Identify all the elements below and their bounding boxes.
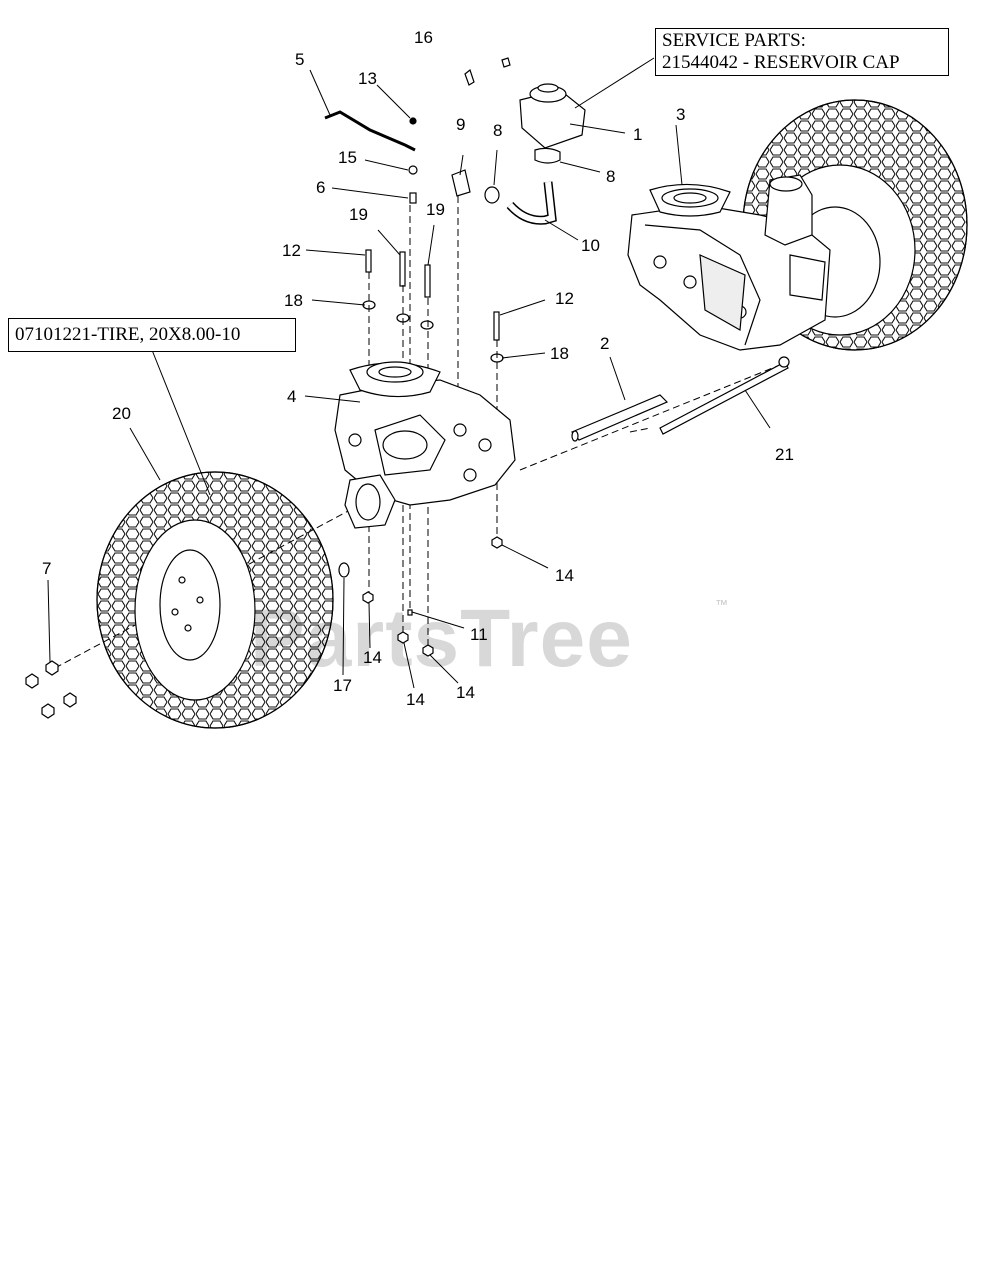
watermark-trademark: ™ — [715, 597, 728, 612]
service-parts-callout: SERVICE PARTS: 21544042 - RESERVOIR CAP — [655, 28, 949, 76]
left-transaxle — [334, 361, 516, 529]
linkage-rod — [324, 110, 416, 152]
label-18a: 18 — [284, 291, 303, 310]
service-parts-heading: SERVICE PARTS: — [662, 30, 806, 51]
nuts — [338, 536, 503, 657]
service-parts-item: 21544042 - RESERVOIR CAP — [662, 52, 900, 73]
label-10: 10 — [581, 236, 600, 255]
label-21: 21 — [775, 445, 794, 464]
leader-lines — [47, 57, 771, 689]
label-19b: 19 — [426, 200, 445, 219]
label-14d: 14 — [456, 683, 475, 702]
label-15: 15 — [338, 148, 357, 167]
label-18b: 18 — [550, 344, 569, 363]
left-tire — [96, 471, 334, 729]
right-transaxle — [627, 174, 831, 351]
elbow-fitting — [451, 169, 471, 197]
label-7: 7 — [42, 559, 51, 578]
label-20: 20 — [112, 404, 131, 423]
hose-clamp — [484, 186, 500, 204]
label-3: 3 — [676, 105, 685, 124]
callout-numbers: 1 2 3 4 5 6 7 8 8 9 10 11 12 12 13 14 14… — [42, 28, 794, 709]
label-6: 6 — [316, 178, 325, 197]
label-17: 17 — [333, 676, 352, 695]
reservoir — [519, 83, 586, 164]
label-14b: 14 — [363, 648, 382, 667]
bolts — [365, 117, 500, 341]
label-4: 4 — [287, 387, 296, 406]
axle-tube — [571, 394, 669, 442]
label-8b: 8 — [606, 167, 615, 186]
label-8a: 8 — [493, 121, 502, 140]
axle-rod — [659, 361, 789, 435]
lug-nuts — [25, 660, 77, 719]
label-14a: 14 — [555, 566, 574, 585]
tire-part-callout: 07101221-TIRE, 20X8.00-10 — [8, 318, 296, 352]
label-5: 5 — [295, 50, 304, 69]
label-14c: 14 — [406, 690, 425, 709]
label-13: 13 — [358, 69, 377, 88]
label-11: 11 — [470, 625, 488, 644]
label-9: 9 — [456, 115, 465, 134]
fitting — [464, 68, 475, 86]
label-16: 16 — [414, 28, 433, 47]
label-19a: 19 — [349, 205, 368, 224]
label-1: 1 — [633, 125, 642, 144]
label-2: 2 — [600, 334, 609, 353]
label-12b: 12 — [555, 289, 574, 308]
label-12a: 12 — [282, 241, 301, 260]
